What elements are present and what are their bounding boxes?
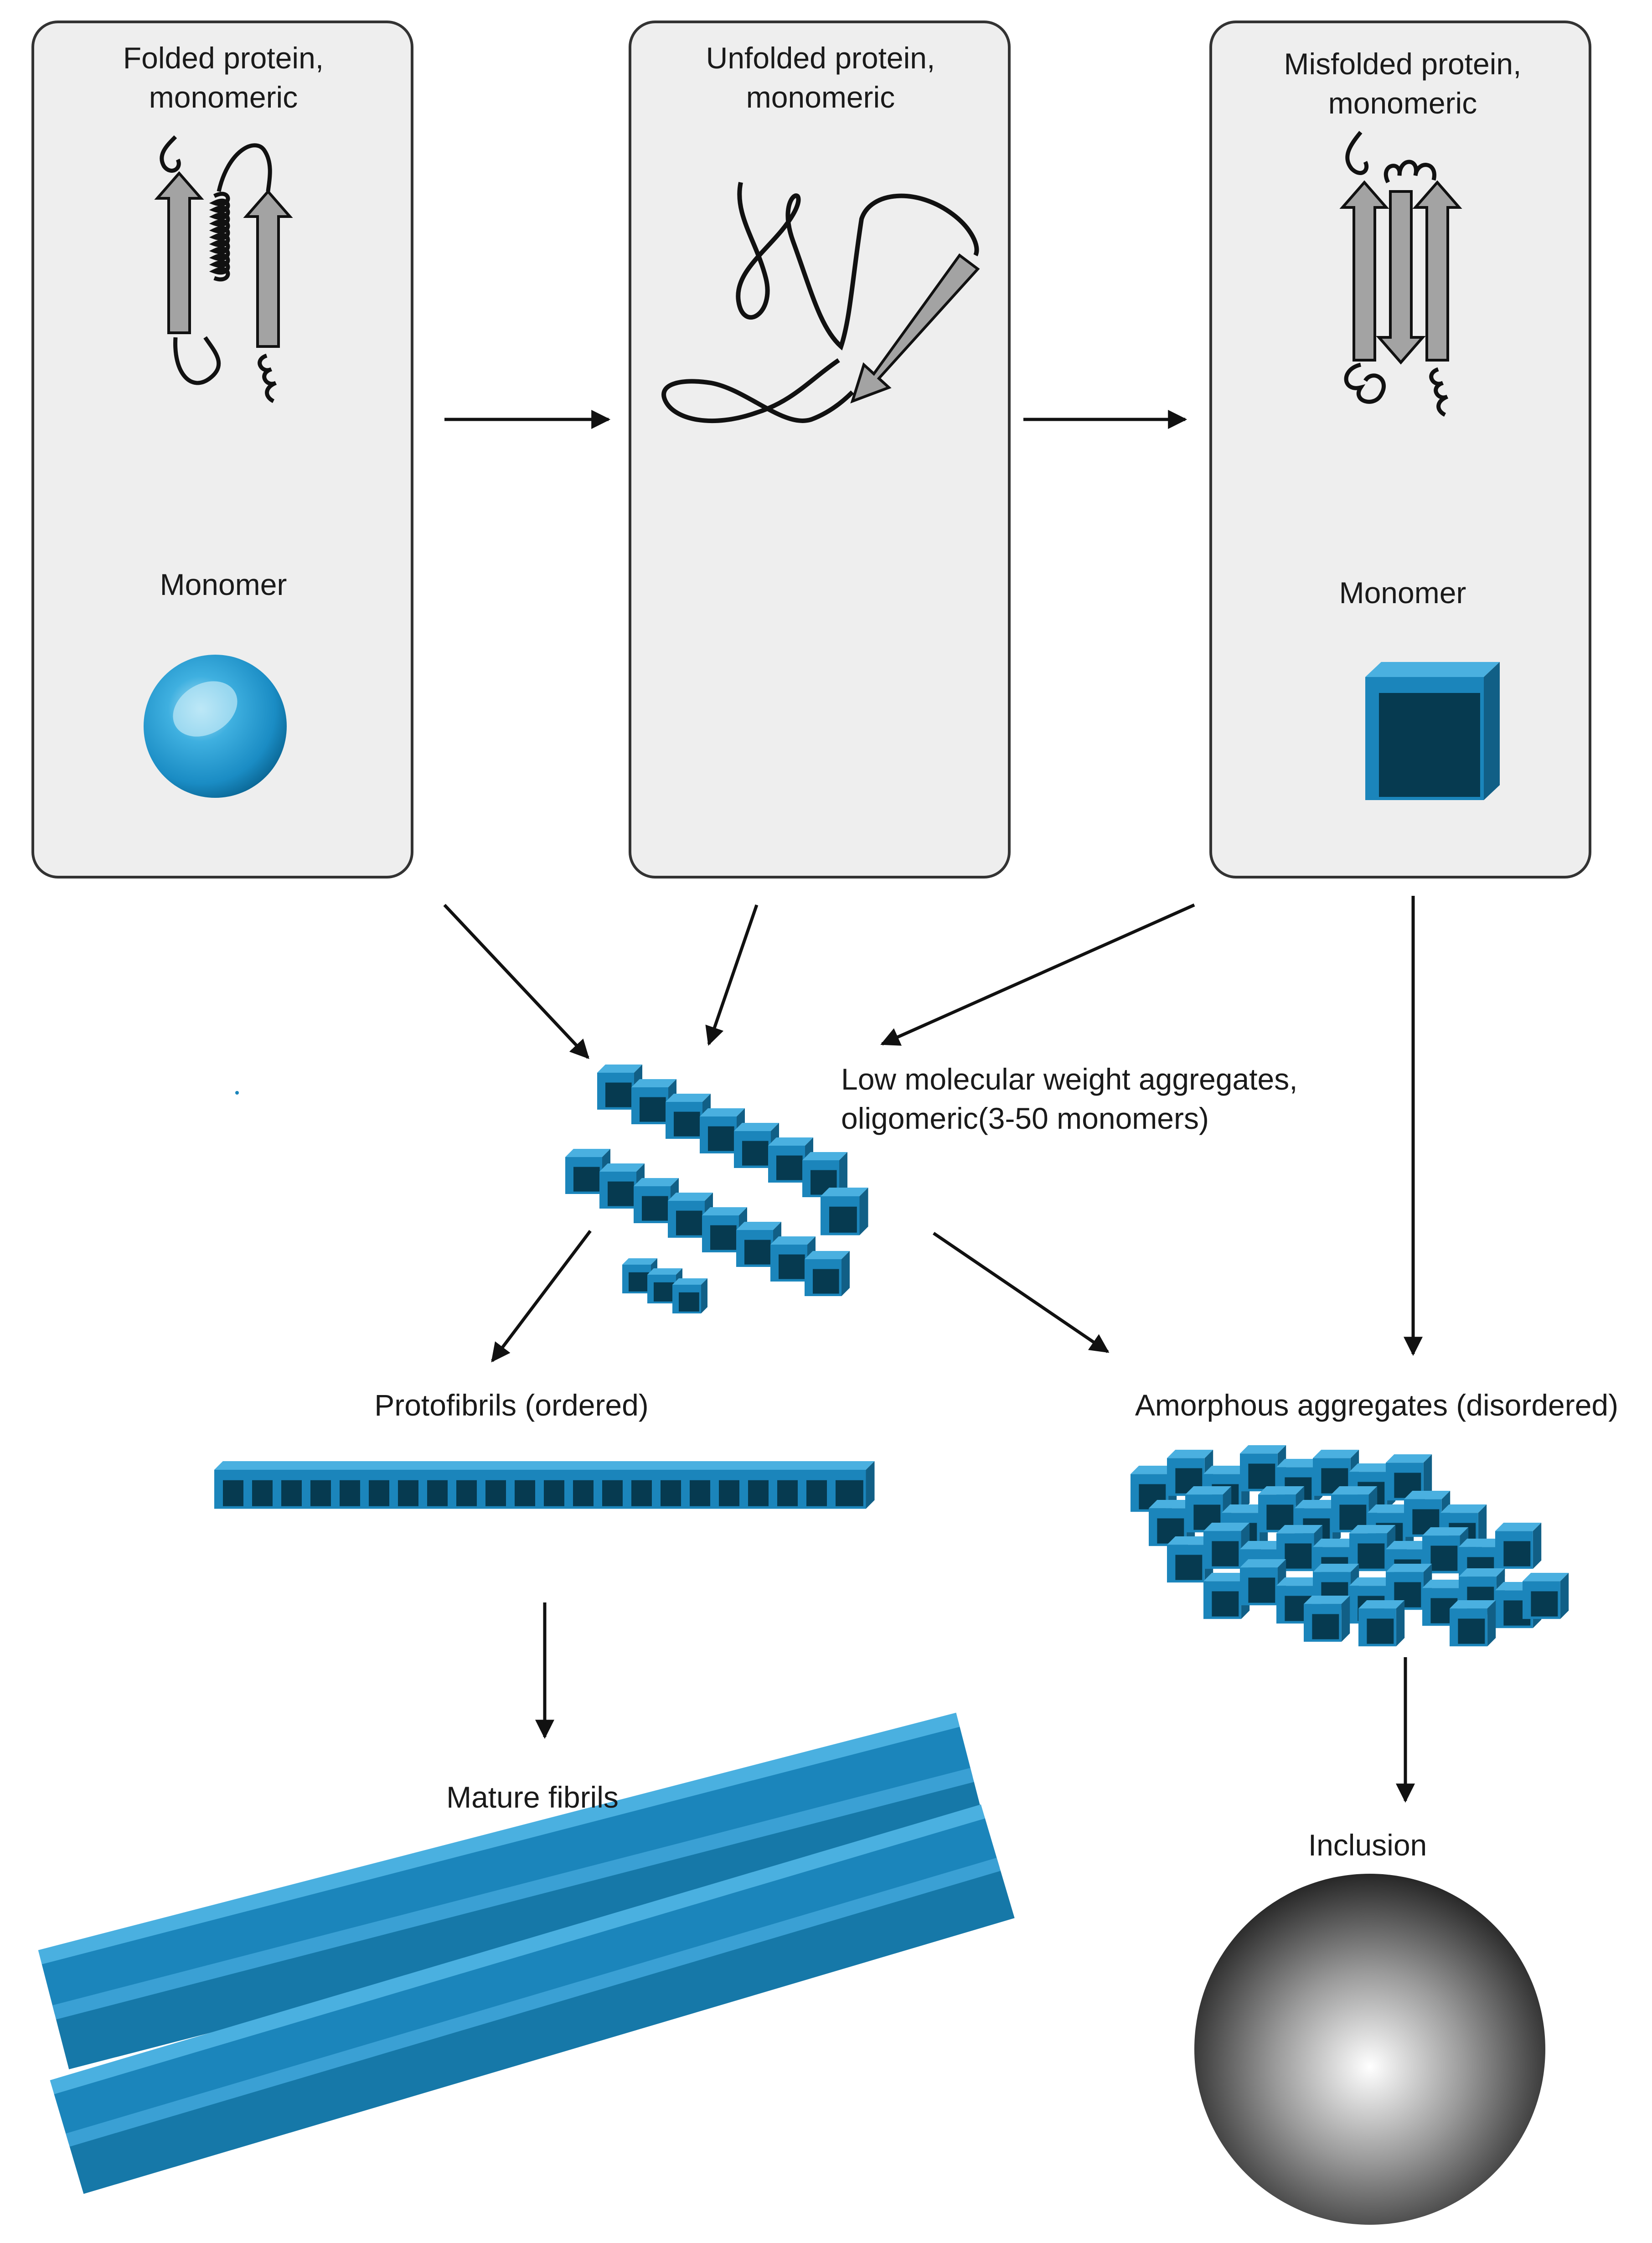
panel-title-unfolded-line1: Unfolded protein, [706,41,935,75]
panel-title-misfolded-line2: monomeric [1328,86,1477,120]
panel-title-folded-line1: Folded protein, [123,41,324,75]
blue-sphere-icon [144,655,287,798]
flow-arrows [443,410,1423,1803]
protofibril-icon [214,1461,875,1509]
panel-folded [31,21,413,879]
amorphous-cube [1523,1573,1569,1619]
oligomer-cube [805,1251,850,1296]
amorphous-label: Amorphous aggregates (disordered) [1135,1388,1619,1422]
mature-fibrils-label: Mature fibrils [446,1780,619,1814]
protofibril-cube [827,1461,875,1509]
panel-title-misfolded: Misfolded protein, monomeric [1284,45,1522,123]
misfolded-protein-structure-icon [1339,131,1462,417]
monomer-label-misfolded: Monomer [1339,576,1466,610]
amorphous-cube [1304,1596,1350,1642]
panel-title-folded-line2: monomeric [149,80,298,114]
panel-title-unfolded: Unfolded protein, monomeric [706,39,935,117]
oligomer-cube [821,1188,868,1235]
panel-title-unfolded-line2: monomeric [746,80,895,114]
oligomers-label-line1: Low molecular weight aggregates, [841,1062,1298,1096]
oligomer-aggregates-icon [565,1065,868,1313]
amorphous-cube [1495,1523,1542,1569]
protofibrils-label: Protofibrils (ordered) [374,1388,649,1422]
unfolded-protein-structure-icon [661,181,980,424]
amorphous-aggregates-icon [1131,1445,1569,1647]
panel-title-folded: Folded protein, monomeric [123,39,324,117]
panel-title-misfolded-line1: Misfolded protein, [1284,47,1522,81]
folded-protein-structure-icon [154,135,293,403]
oligomers-label: Low molecular weight aggregates, oligome… [841,1060,1298,1138]
monomer-label-folded: Monomer [160,568,287,601]
gray-sphere-icon [1194,1874,1545,2225]
inclusion-label: Inclusion [1308,1828,1427,1862]
amorphous-cube [1450,1600,1496,1647]
mature-fibrils-icon [38,1712,1015,2194]
blue-cube-icon [1365,662,1500,800]
stray-dot [235,1091,239,1095]
amorphous-cube [1358,1600,1405,1647]
panel-unfolded [629,21,1011,879]
oligomers-label-line2: oligomeric(3-50 monomers) [841,1101,1209,1135]
oligomer-cube [672,1278,707,1313]
